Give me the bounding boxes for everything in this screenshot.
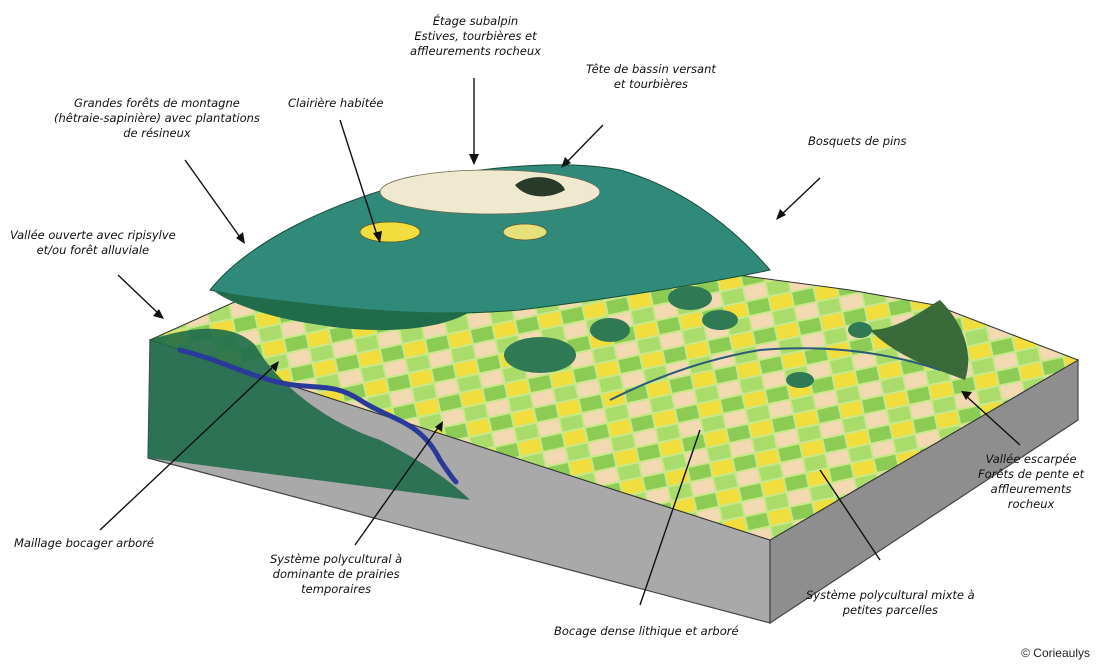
label-line: Estives, tourbières et: [410, 29, 541, 44]
label-line: Système polycultural à: [270, 552, 402, 567]
label-line: et tourbières: [586, 77, 716, 92]
clairiere-1: [360, 222, 420, 242]
clairiere-2: [503, 224, 547, 240]
label-polycultural-prairies: Système polycultural à dominante de prai…: [270, 552, 402, 597]
subalpine-summit: [380, 170, 600, 214]
label-line: Clairière habitée: [288, 96, 383, 111]
label-line: Vallée escarpée: [978, 452, 1084, 467]
label-line: affleurements: [978, 482, 1084, 497]
label-line: Vallée ouverte avec ripisylve: [10, 228, 176, 243]
label-line: (hêtraie-sapinière) avec plantations: [54, 111, 260, 126]
label-clairiere: Clairière habitée: [288, 96, 383, 111]
label-polycultural-mixte: Système polycultural mixte à petites par…: [806, 588, 975, 618]
copyright-credit: © Corieaulys: [1021, 646, 1090, 660]
label-etage-subalpin: Étage subalpin Estives, tourbières et af…: [410, 14, 541, 59]
label-bosquets: Bosquets de pins: [808, 134, 907, 149]
label-line: Bocage dense lithique et arboré: [554, 624, 739, 639]
label-line: dominante de prairies: [270, 567, 402, 582]
label-line: petites parcelles: [806, 603, 975, 618]
label-tete-bassin: Tête de bassin versant et tourbières: [586, 62, 716, 92]
label-line: de résineux: [54, 126, 260, 141]
label-maillage: Maillage bocager arboré: [14, 536, 154, 551]
label-line: Système polycultural mixte à: [806, 588, 975, 603]
label-line: Tête de bassin versant: [586, 62, 716, 77]
label-line: Maillage bocager arboré: [14, 536, 154, 551]
label-line: et/ou forêt alluviale: [10, 243, 176, 258]
label-bocage-dense: Bocage dense lithique et arboré: [554, 624, 739, 639]
label-line: rocheux: [978, 497, 1084, 512]
label-line: affleurements rocheux: [410, 44, 541, 59]
label-grandes-forets: Grandes forêts de montagne (hêtraie-sapi…: [54, 96, 260, 141]
label-vallee-ouverte: Vallée ouverte avec ripisylve et/ou forê…: [10, 228, 176, 258]
label-line: Bosquets de pins: [808, 134, 907, 149]
label-line: Grandes forêts de montagne: [54, 96, 260, 111]
label-line: temporaires: [270, 582, 402, 597]
label-line: Étage subalpin: [410, 14, 541, 29]
label-vallee-escarpee: Vallée escarpée Forêts de pente et affle…: [978, 452, 1084, 512]
label-line: Forêts de pente et: [978, 467, 1084, 482]
